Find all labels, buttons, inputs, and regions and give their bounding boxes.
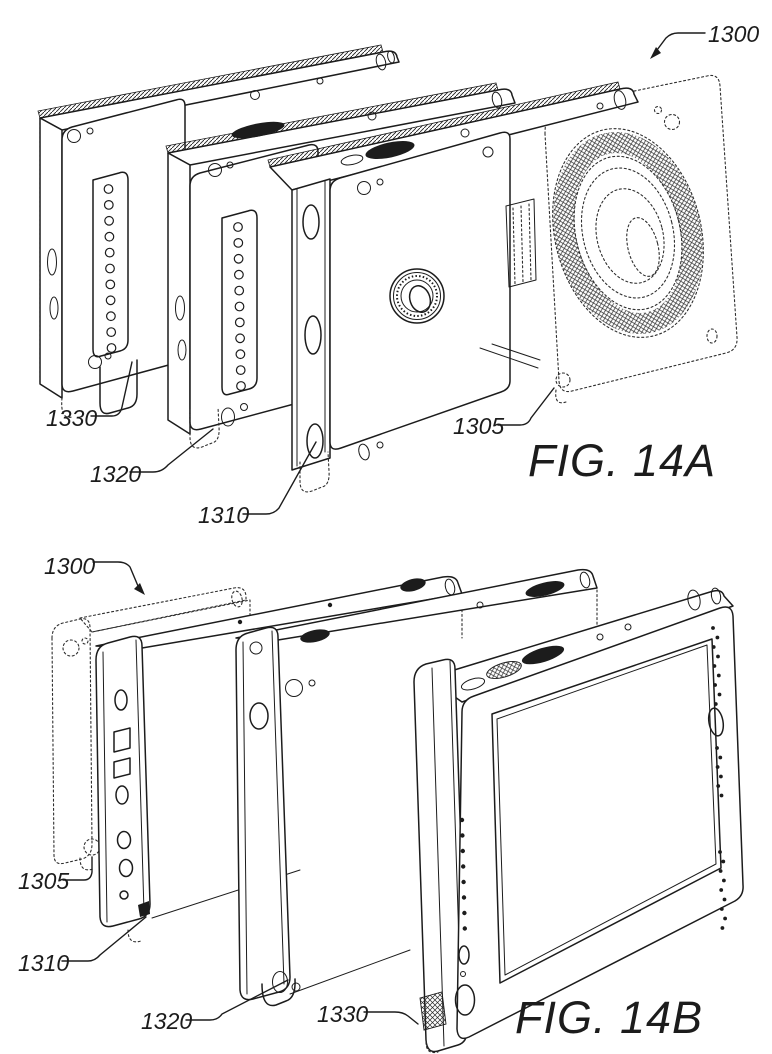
module-1330-rear-cover <box>37 44 400 418</box>
record-button <box>454 984 476 1016</box>
module-1320-top-vent <box>231 121 285 139</box>
module-1320-foot-tab <box>189 406 220 449</box>
module-1310-top-face <box>269 87 639 191</box>
module-1310-top-vent <box>365 141 415 159</box>
module-1305-front-plate-phantom <box>544 74 738 404</box>
label-module-1320-a: 1320 <box>90 461 141 487</box>
left-bezel-buttons <box>459 817 467 931</box>
leader-line-1320-b <box>185 979 289 1021</box>
left-bezel-button-oval <box>458 945 470 965</box>
module-1310-lens-opening <box>408 285 432 313</box>
display-screen <box>491 638 722 984</box>
module-1310-main-body <box>267 81 639 493</box>
module-1310-lens-mount <box>389 268 445 324</box>
module-1320b-top-band <box>235 568 598 641</box>
module-1310-face <box>329 131 511 450</box>
module-1305-mount-hole <box>555 372 571 388</box>
right-bezel-speaker-dots-top <box>711 626 722 706</box>
label-module-1310-a: 1310 <box>198 502 249 528</box>
module-1320-left-edge <box>167 152 191 435</box>
module-1305-front-plate-phantom-b <box>51 587 251 871</box>
module-1330-display-module-b <box>413 587 744 1054</box>
module-1320-top-face <box>167 88 516 166</box>
label-module-1305-a: 1305 <box>453 413 504 439</box>
fig-14a-annotations: 1300 1330 1320 1310 1305 FIG. 14A <box>46 21 759 528</box>
display-screen-inner-border <box>496 644 717 976</box>
module-1305b-top-band <box>79 587 247 633</box>
module-1310-main-body-b <box>95 575 463 943</box>
label-module-1310-b: 1310 <box>18 950 69 976</box>
arrowhead-1300-a <box>650 47 661 59</box>
leader-line-1330-b <box>363 1011 419 1025</box>
leader-line-1310-b <box>61 916 147 962</box>
leader-line-1330-a <box>90 361 133 417</box>
label-module-1330-b: 1330 <box>317 1001 368 1027</box>
module-1310b-left-edge-ports <box>95 635 151 928</box>
module-1320-pogo-pins <box>233 222 246 391</box>
module-1330b-bottom-grip <box>419 991 447 1031</box>
module-1330-foot-tab <box>99 359 138 415</box>
fig-14b-drawing: 1300 1305 1310 1320 1330 FIG. 14B <box>18 553 744 1054</box>
module-1330-face <box>61 98 186 393</box>
jack-port-1 <box>116 830 132 850</box>
label-module-1320-b: 1320 <box>141 1008 192 1034</box>
module-1305-plate-outline <box>544 74 738 393</box>
label-module-1305-b: 1305 <box>18 868 69 894</box>
hdmi-port <box>113 727 131 753</box>
label-module-1330-a: 1330 <box>46 405 97 431</box>
leader-line-1300-b <box>92 561 139 587</box>
module-1320b-mount-slot <box>249 702 269 730</box>
module-1320b-left-edge <box>235 626 291 1001</box>
module-1320-middle-module-b <box>235 568 598 1007</box>
module-1310-knurl-strip <box>267 81 621 168</box>
module-1330b-top-vent <box>521 645 565 665</box>
leader-line-1305-a <box>497 387 555 426</box>
module-1330b-face <box>456 606 744 1040</box>
module-1310b-top-band <box>95 575 463 649</box>
leader-line-1300-a <box>656 32 706 51</box>
module-1320-middle-module <box>165 82 516 449</box>
lens-mount-knurl-ring <box>553 131 703 335</box>
lens-opening <box>626 217 660 277</box>
module-1305b-left-edge <box>51 618 93 865</box>
module-1330-top-face <box>39 50 400 131</box>
module-1310-side-block <box>505 198 537 288</box>
leader-line-1305-b <box>62 856 93 881</box>
module-1320b-foot-tab <box>261 978 296 1007</box>
label-assembly-1300-b: 1300 <box>44 553 95 579</box>
module-1320-pogo-connector-strip <box>221 209 258 396</box>
fig-14a-drawing: 1300 1330 1320 1310 1305 FIG. 14A <box>37 21 759 528</box>
label-assembly-1300-a: 1300 <box>708 21 759 47</box>
right-bezel-speaker-dots-bottom <box>718 850 727 930</box>
right-bezel-speaker-dots-mid <box>715 746 724 798</box>
right-bezel-button-oval <box>707 707 725 737</box>
jack-port-2 <box>118 858 134 878</box>
leader-line-1310-a <box>242 441 317 515</box>
leader-line-1320-a <box>129 428 214 473</box>
usb-port <box>113 757 131 779</box>
fig-14b-caption: FIG. 14B <box>515 992 703 1043</box>
module-1330-pogo-pins <box>103 184 117 353</box>
arrowhead-1300-b <box>134 583 145 595</box>
module-1310-foot-tab <box>299 451 330 493</box>
module-1330-pogo-connector-strip <box>92 171 129 358</box>
module-1310b-bottom-corner <box>138 901 150 917</box>
fig-14b-annotations: 1300 1305 1310 1320 1330 FIG. 14B <box>18 553 703 1043</box>
module-1330-knurl-strip <box>37 44 384 119</box>
fig-14a-caption: FIG. 14A <box>528 435 716 486</box>
